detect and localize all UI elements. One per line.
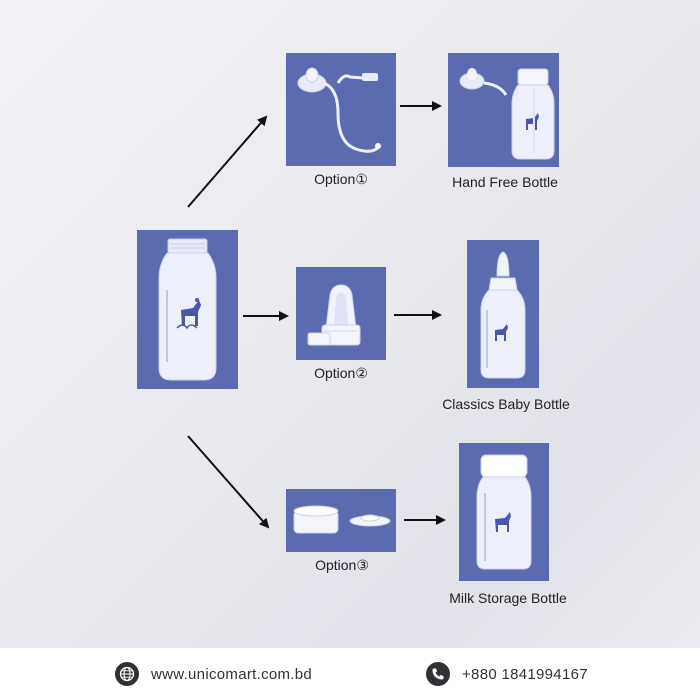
arrow-to-option-3 [187,435,270,529]
phone-link[interactable]: +880 1841994167 [426,662,588,686]
phone-text: +880 1841994167 [462,665,588,683]
option-2-label: Option② [314,365,368,381]
classic-baby-bottle-icon [480,251,526,379]
milk-storage-bottle-label: Milk Storage Bottle [449,590,567,606]
option-3-tile [286,489,396,552]
phone-icon [426,662,450,686]
arrow-to-option-1 [187,115,268,208]
hand-free-bottle-icon [459,68,555,160]
hand-free-bottle-tile [448,53,559,167]
option-2-tile [296,267,386,360]
option-1-label: Option① [314,171,368,187]
milk-storage-bottle-tile [459,443,549,581]
storage-lid-and-disc-icon [293,505,391,534]
classics-baby-bottle-tile [467,240,539,388]
nipple-cap-icon [307,284,361,346]
website-link[interactable]: www.unicomart.com.bd [115,662,312,686]
hand-free-straw-kit-icon [297,67,382,153]
source-bottle-tile [137,230,238,389]
website-text: www.unicomart.com.bd [151,665,313,683]
option-1-tile [286,53,396,166]
option-3-label: Option③ [315,557,369,573]
milk-storage-bottle-icon [476,454,532,570]
footer-bar: www.unicomart.com.bd +880 1841994167 [0,648,700,700]
classics-baby-bottle-label: Classics Baby Bottle [442,396,570,412]
hand-free-bottle-label: Hand Free Bottle [452,174,558,190]
globe-icon [115,662,139,686]
baby-bottle-body-icon [158,238,217,381]
